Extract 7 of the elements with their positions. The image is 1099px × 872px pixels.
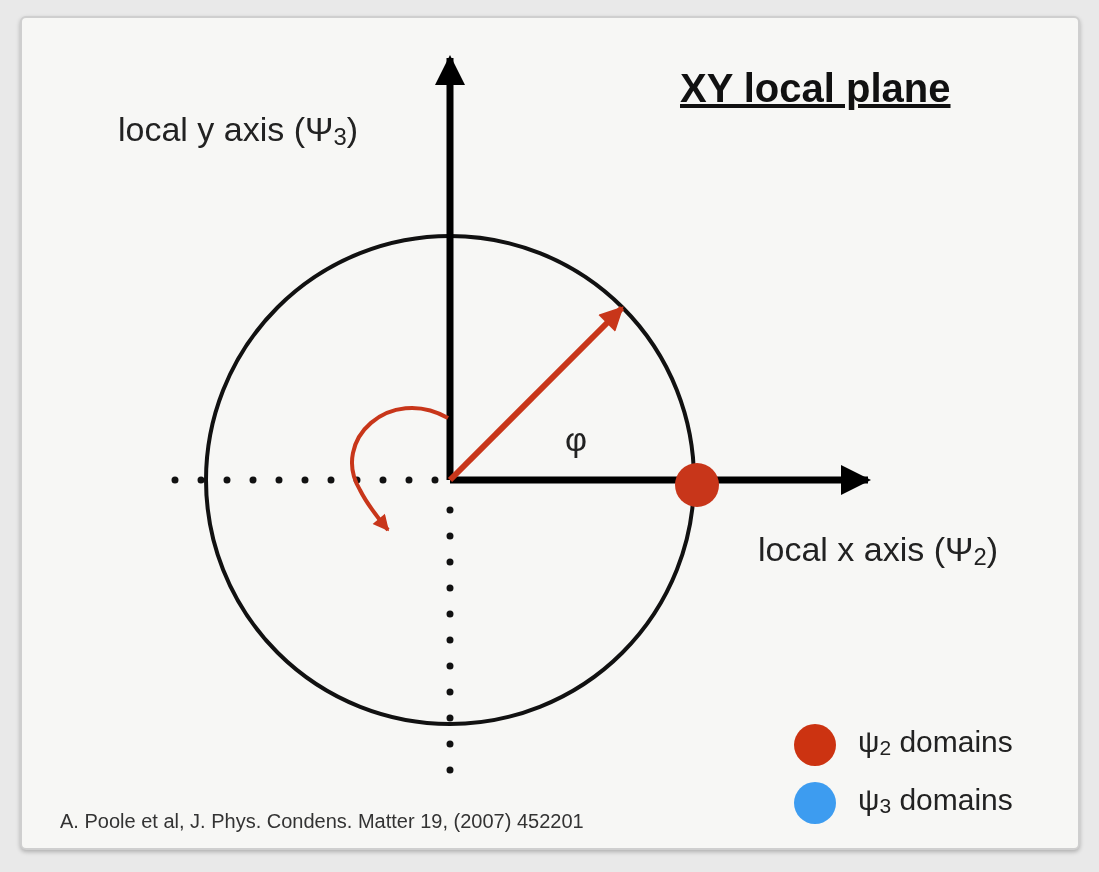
axis-label: local x axis (Ψ$_{2}$) — [758, 530, 999, 571]
legend-label: ψ$_{2}$ domains — [858, 725, 1013, 761]
legend-label: ψ$_{3}$ domains — [858, 783, 1013, 819]
citation: A. Poole et al, J. Phys. Condens. Matter 19, (2007) 452201 — [60, 810, 584, 833]
title: XY local plane — [680, 66, 951, 111]
angle-label: φ — [565, 420, 588, 459]
axis-label: local y axis (Ψ$_{3}$) — [118, 110, 359, 151]
